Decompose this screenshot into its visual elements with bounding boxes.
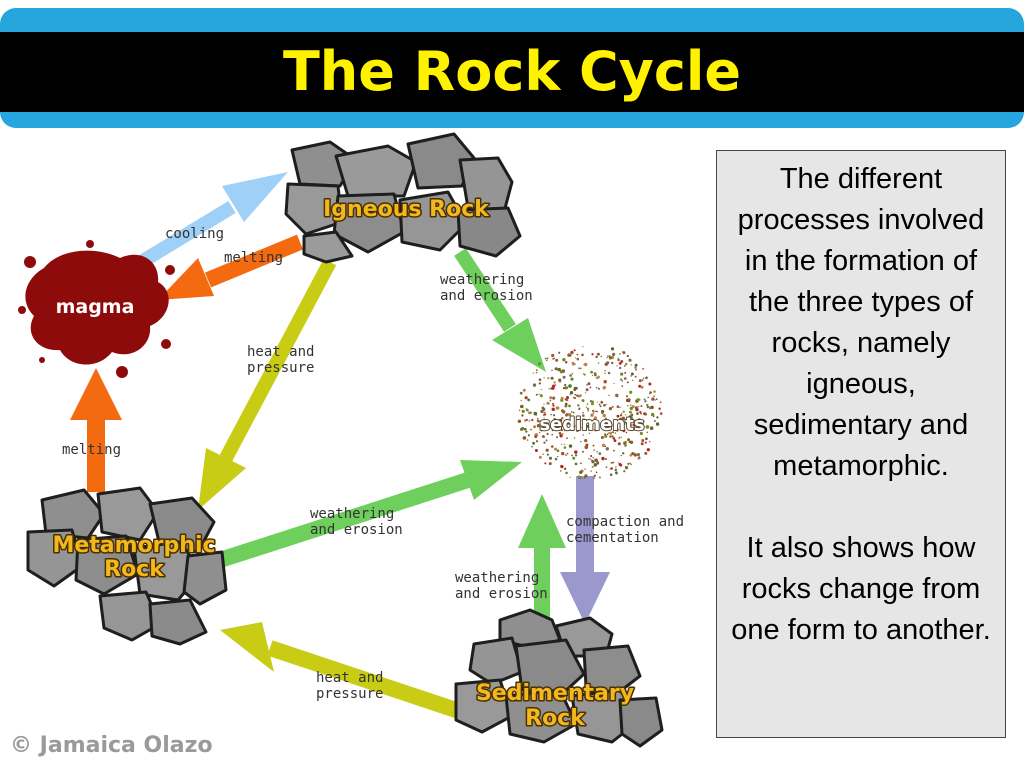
node-label-magma: magma	[56, 296, 135, 318]
label-weathering-1a: weathering	[440, 272, 524, 288]
arrow-weathering-3	[518, 494, 566, 620]
arrow-heat-pressure-2	[220, 622, 465, 720]
title-band	[0, 32, 1024, 112]
label-heat-pressure-1a: heat and	[247, 344, 314, 360]
label-weathering-3a: weathering	[455, 570, 539, 586]
label-heat-pressure-2a: heat and	[316, 670, 383, 686]
label-compaction-b: cementation	[566, 530, 659, 546]
metamorphic-rock-pile: Metamorphic Rock	[26, 486, 228, 646]
node-label-sedimentary-2: Rock	[525, 706, 586, 731]
arrow-melting-top	[158, 234, 304, 300]
sedimentary-rock-pile: Sedimentary Rock	[454, 608, 664, 748]
info-paragraph-1: The different processes involved in the …	[737, 163, 985, 482]
sediments-cloud: sediments	[517, 346, 663, 480]
node-label-sedimentary-1: Sedimentary	[476, 681, 634, 706]
node-label-sediments: sediments	[539, 414, 644, 435]
node-label-metamorphic-2: Rock	[104, 557, 165, 582]
label-heat-pressure-2b: pressure	[316, 686, 383, 702]
rock-cycle-diagram: magma Igneous Rock sediments Metamorphic…	[18, 132, 684, 748]
arrow-weathering-2	[217, 460, 522, 568]
igneous-rock-pile: Igneous Rock	[284, 132, 522, 264]
title-bar: The Rock Cycle	[0, 8, 1024, 128]
label-compaction-a: compaction and	[566, 514, 684, 530]
arrow-weathering-1	[454, 248, 546, 372]
info-paragraph-2: It also shows how rocks change from one …	[731, 532, 991, 646]
label-melting-top: melting	[224, 250, 283, 266]
arrow-melting-left	[70, 368, 122, 492]
page-title: The Rock Cycle	[282, 40, 742, 103]
label-weathering-2b: and erosion	[310, 522, 403, 538]
label-melting-left: melting	[62, 442, 121, 458]
info-box: The different processes involved in the …	[716, 150, 1006, 738]
label-weathering-1b: and erosion	[440, 288, 533, 304]
label-heat-pressure-1b: pressure	[247, 360, 314, 376]
magma-blob: magma	[18, 240, 175, 378]
arrow-compaction	[560, 476, 610, 624]
arrow-heat-pressure-1	[198, 258, 337, 510]
label-weathering-3b: and erosion	[455, 586, 548, 602]
label-cooling: cooling	[165, 226, 224, 242]
node-label-metamorphic-1: Metamorphic	[52, 533, 215, 558]
label-weathering-2a: weathering	[310, 506, 394, 522]
node-label-igneous: Igneous Rock	[323, 197, 490, 222]
copyright-text: © Jamaica Olazo	[10, 733, 213, 758]
